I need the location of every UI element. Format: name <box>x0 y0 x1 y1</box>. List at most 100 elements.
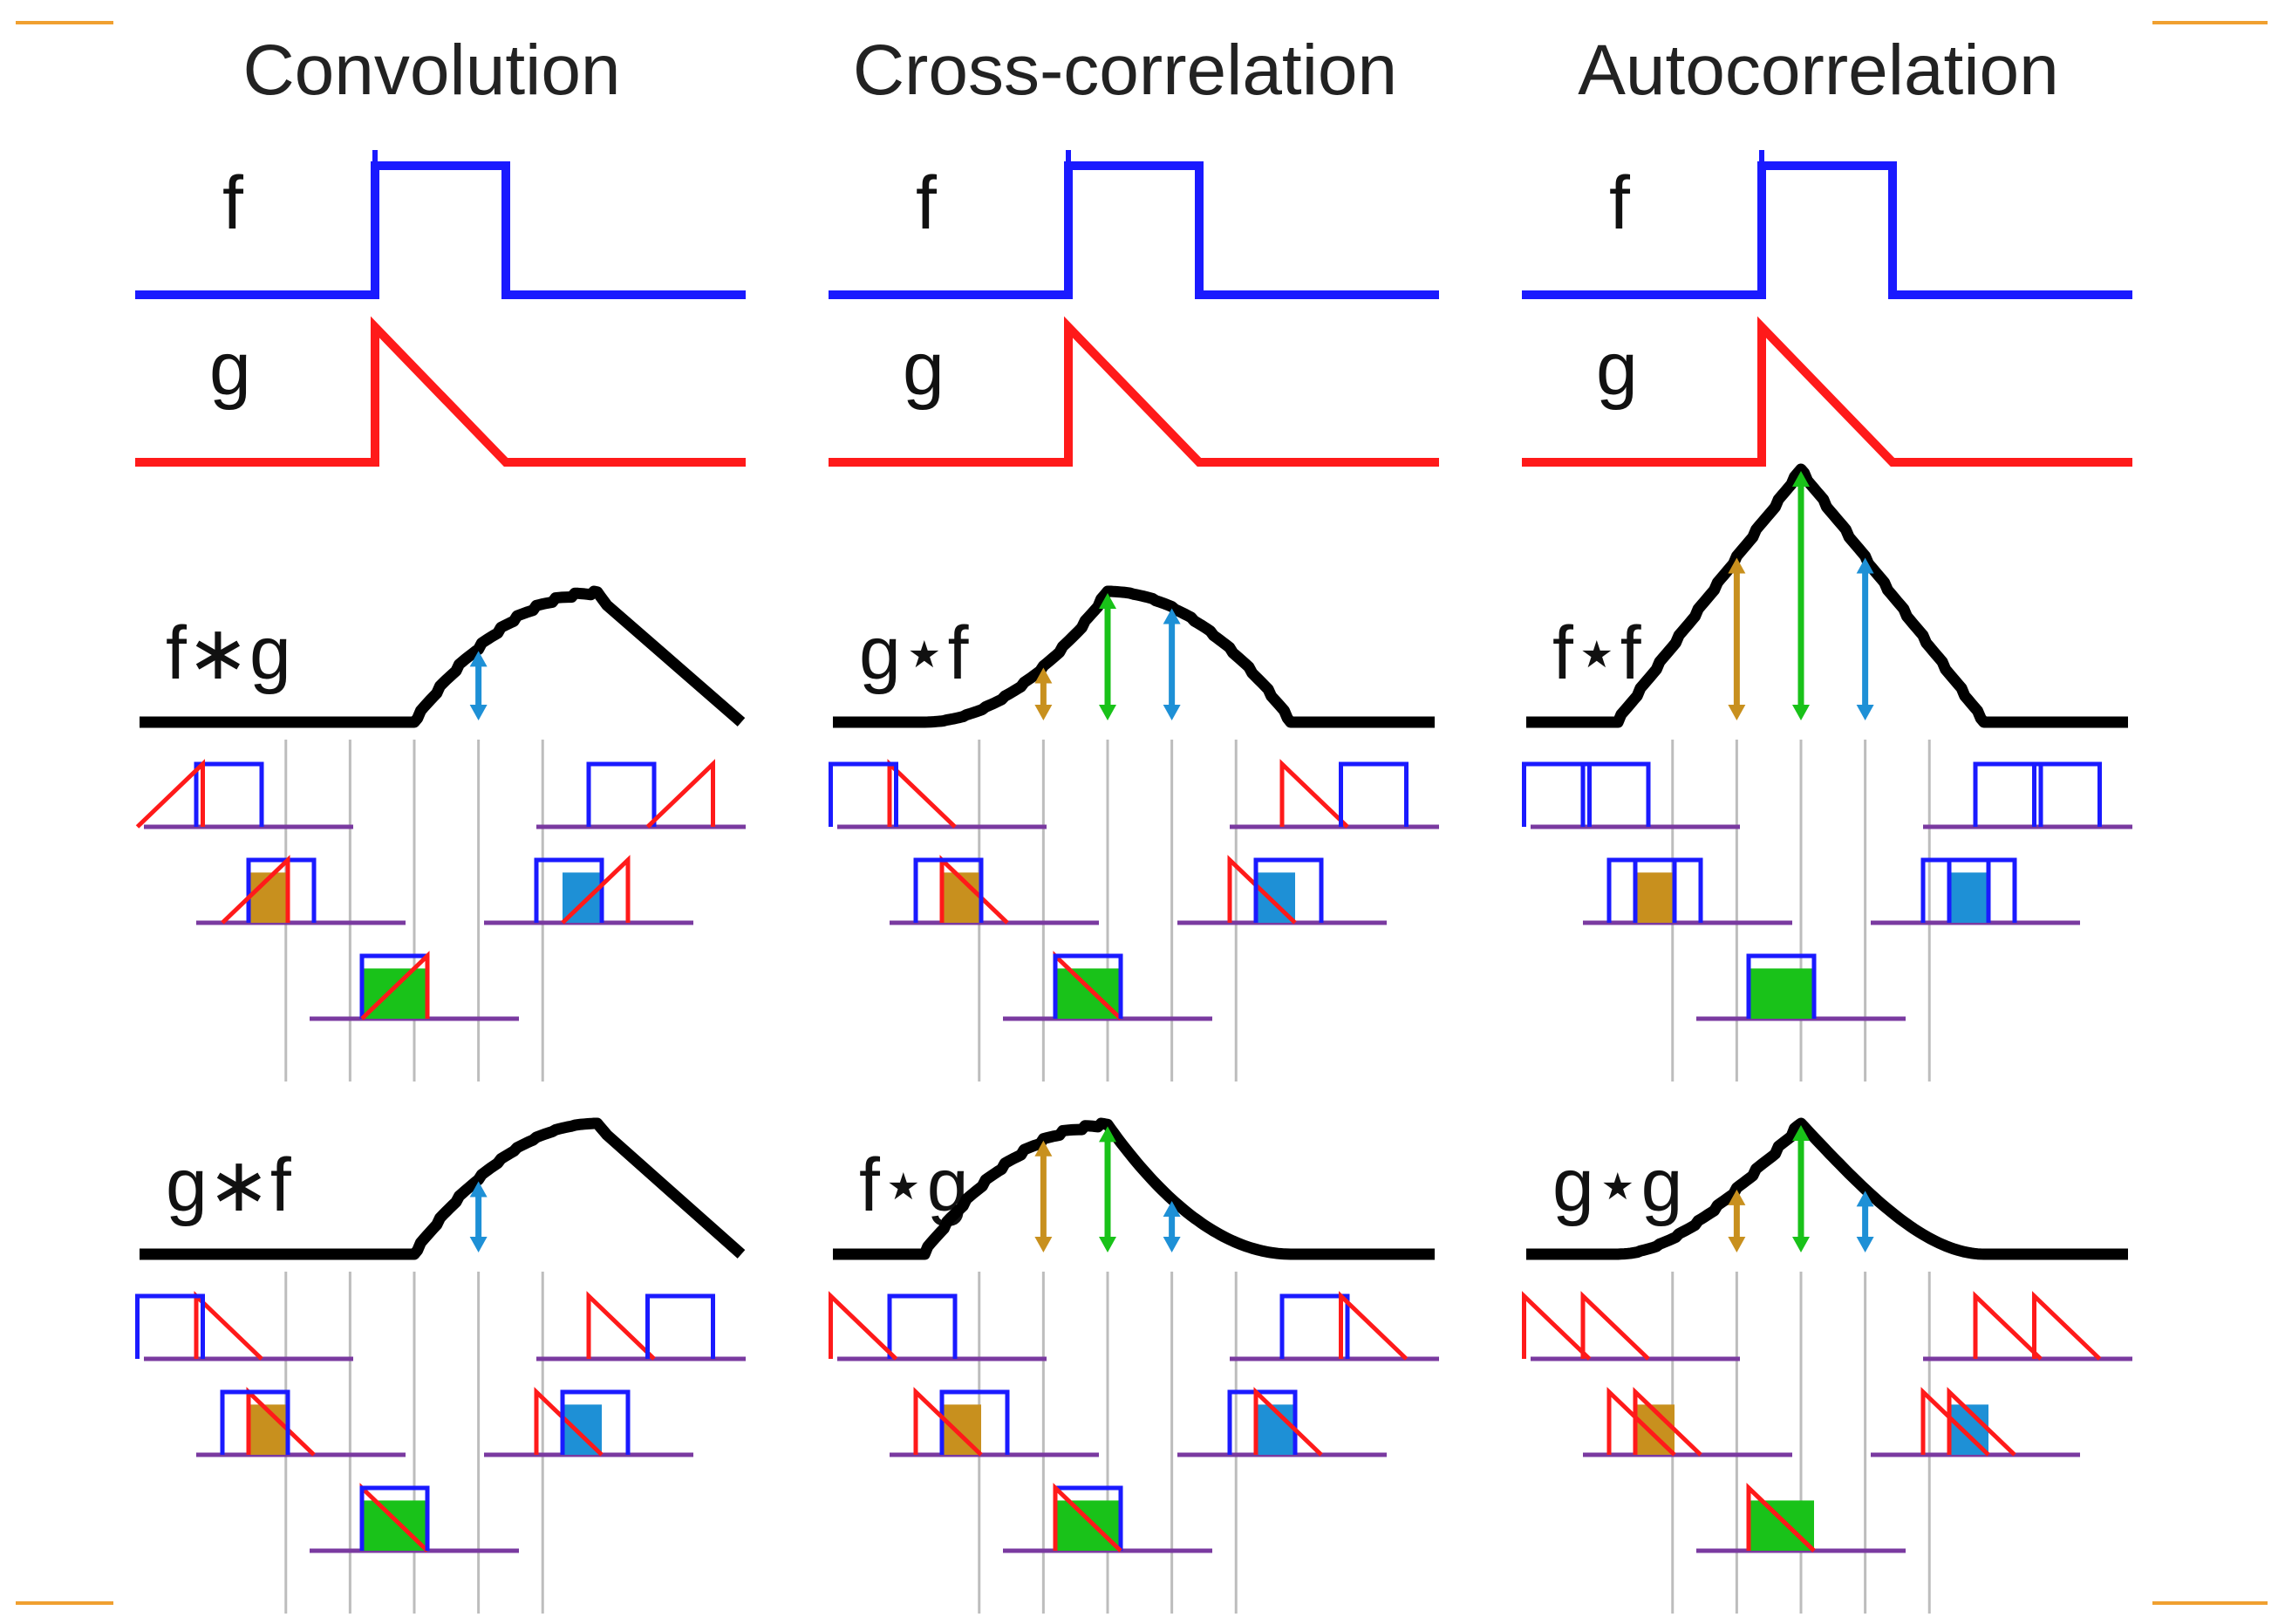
thumbnail-signal-b <box>560 1389 631 1455</box>
arrow-head <box>1163 608 1181 624</box>
thumbnail-signal-a <box>1227 1389 1298 1455</box>
overlap-thumbnail <box>484 1387 693 1457</box>
arrow-head <box>1034 1237 1053 1252</box>
signal-f <box>829 161 1439 299</box>
overlap-thumbnail <box>829 1291 1047 1361</box>
arrow-head <box>1856 1237 1874 1252</box>
signal-g-label: g <box>1596 327 1638 411</box>
thumbnail-signal-a <box>939 1389 1010 1455</box>
arrow-head <box>1728 1237 1746 1252</box>
overlap-thumbnail <box>196 855 406 925</box>
result-label: f∗g <box>166 611 291 695</box>
thumbnail-signal-b <box>829 761 898 827</box>
result-label: f⋆f <box>1552 611 1642 695</box>
thumbnail-signal-b <box>1947 857 2017 923</box>
arrow-head <box>1792 1125 1810 1141</box>
thumbnail-signal-a <box>194 1291 263 1361</box>
thumbnail-signal-b <box>221 855 290 925</box>
arrow-head <box>1163 1201 1181 1218</box>
arrow-head <box>1728 705 1746 720</box>
thumbnail-signal-b <box>913 857 984 923</box>
overlap-thumbnail <box>1003 951 1212 1021</box>
thumbnail-signal-a <box>1279 759 1349 829</box>
overlap-thumbnail <box>135 1291 353 1361</box>
thumbnail-signal-b <box>1339 1291 1409 1361</box>
result-label: g∗f <box>166 1143 292 1227</box>
overlap-thumbnail <box>135 759 353 829</box>
thumbnail-signal-b <box>645 1293 715 1359</box>
overlap-thumbnail <box>829 759 1047 829</box>
arrow-head <box>1034 1140 1053 1157</box>
result-curve <box>833 585 1435 728</box>
overlap-area <box>1949 872 1988 923</box>
thumbnail-signal-b <box>913 1387 983 1457</box>
thumbnail-signal-b <box>2032 1291 2102 1361</box>
overlap-thumbnail <box>1230 759 1439 829</box>
overlap-thumbnail <box>890 1387 1099 1457</box>
result-curve <box>1526 1117 2128 1260</box>
thumbnail-signal-b <box>1253 857 1324 923</box>
overlap-thumbnail <box>1871 857 2080 925</box>
arrow-head <box>469 705 488 720</box>
thumbnail-signal-b <box>1947 1387 2016 1457</box>
thumbnail-signal-b <box>1253 1387 1323 1457</box>
overlap-thumbnail <box>1696 953 1906 1021</box>
thumbnail-signal-a <box>887 759 957 829</box>
result-panel: g⋆f <box>829 585 1439 1082</box>
signal-f-label: f <box>916 161 938 245</box>
corner-marks <box>16 21 2268 1605</box>
thumbnail-signal-a <box>1973 761 2043 827</box>
thumbnail-signal-a <box>586 761 657 827</box>
arrow-head <box>469 651 488 667</box>
overlap-thumbnail <box>196 1387 406 1457</box>
result-panel: g⋆g <box>1522 1117 2132 1614</box>
column-title: Convolution <box>242 31 620 110</box>
result-curve <box>140 585 746 728</box>
arrow-head <box>1792 1237 1810 1252</box>
thumbnail-signal-b <box>1522 761 1592 827</box>
thumbnail-signal-b <box>561 855 631 925</box>
thumbnail-signal-b <box>1053 953 1123 1019</box>
signal-f <box>135 161 746 299</box>
result-curve <box>140 1117 746 1260</box>
thumbnail-signal-b <box>1606 1387 1676 1457</box>
column-convolution: Convolution fg f∗g g∗f <box>135 31 746 1614</box>
signal-f <box>1522 161 2132 299</box>
thumbnail-signal-a <box>534 1387 604 1457</box>
arrow-head <box>1034 705 1053 720</box>
thumbnail-signal-b <box>1522 1291 1592 1361</box>
thumbnail-signal-a <box>1973 1291 2043 1361</box>
thumbnail-signal-b <box>2032 761 2102 827</box>
thumbnail-signal-b <box>1053 1483 1122 1552</box>
signal-g-label: g <box>903 327 945 411</box>
thumbnail-signal-b <box>829 1291 898 1361</box>
signal-g <box>135 316 746 467</box>
result-curve <box>1526 463 2128 728</box>
overlap-thumbnail <box>310 951 519 1021</box>
thumbnail-signal-b <box>135 1293 205 1359</box>
thumbnail-signal-b <box>359 1485 430 1551</box>
result-panel: f⋆g <box>829 1117 1439 1614</box>
result-label: g⋆f <box>859 611 970 695</box>
overlap-thumbnail <box>1871 1387 2080 1457</box>
signal-g-label: g <box>209 327 251 411</box>
thumbnail-signal-b <box>645 759 715 829</box>
overlap-thumbnail <box>536 1291 746 1361</box>
overlap-thumbnail <box>1522 761 1740 829</box>
thumbnail-signal-b <box>1746 1483 1816 1552</box>
signal-g <box>829 316 1439 467</box>
arrow-head <box>1856 557 1874 574</box>
overlap-thumbnail <box>1923 1291 2132 1361</box>
signal-f-label: f <box>222 161 244 245</box>
arrow-head <box>1856 1191 1874 1207</box>
thumbnail-signal-b <box>220 1389 290 1455</box>
arrow-head <box>1099 1126 1116 1143</box>
thumbnail-signal-a <box>887 1293 958 1359</box>
signal-f-label: f <box>1609 161 1631 245</box>
overlap-thumbnail <box>310 1483 519 1553</box>
thumbnail-signal-a <box>1580 761 1651 827</box>
overlap-thumbnail <box>1003 1483 1212 1553</box>
overlap-thumbnail <box>890 855 1099 925</box>
